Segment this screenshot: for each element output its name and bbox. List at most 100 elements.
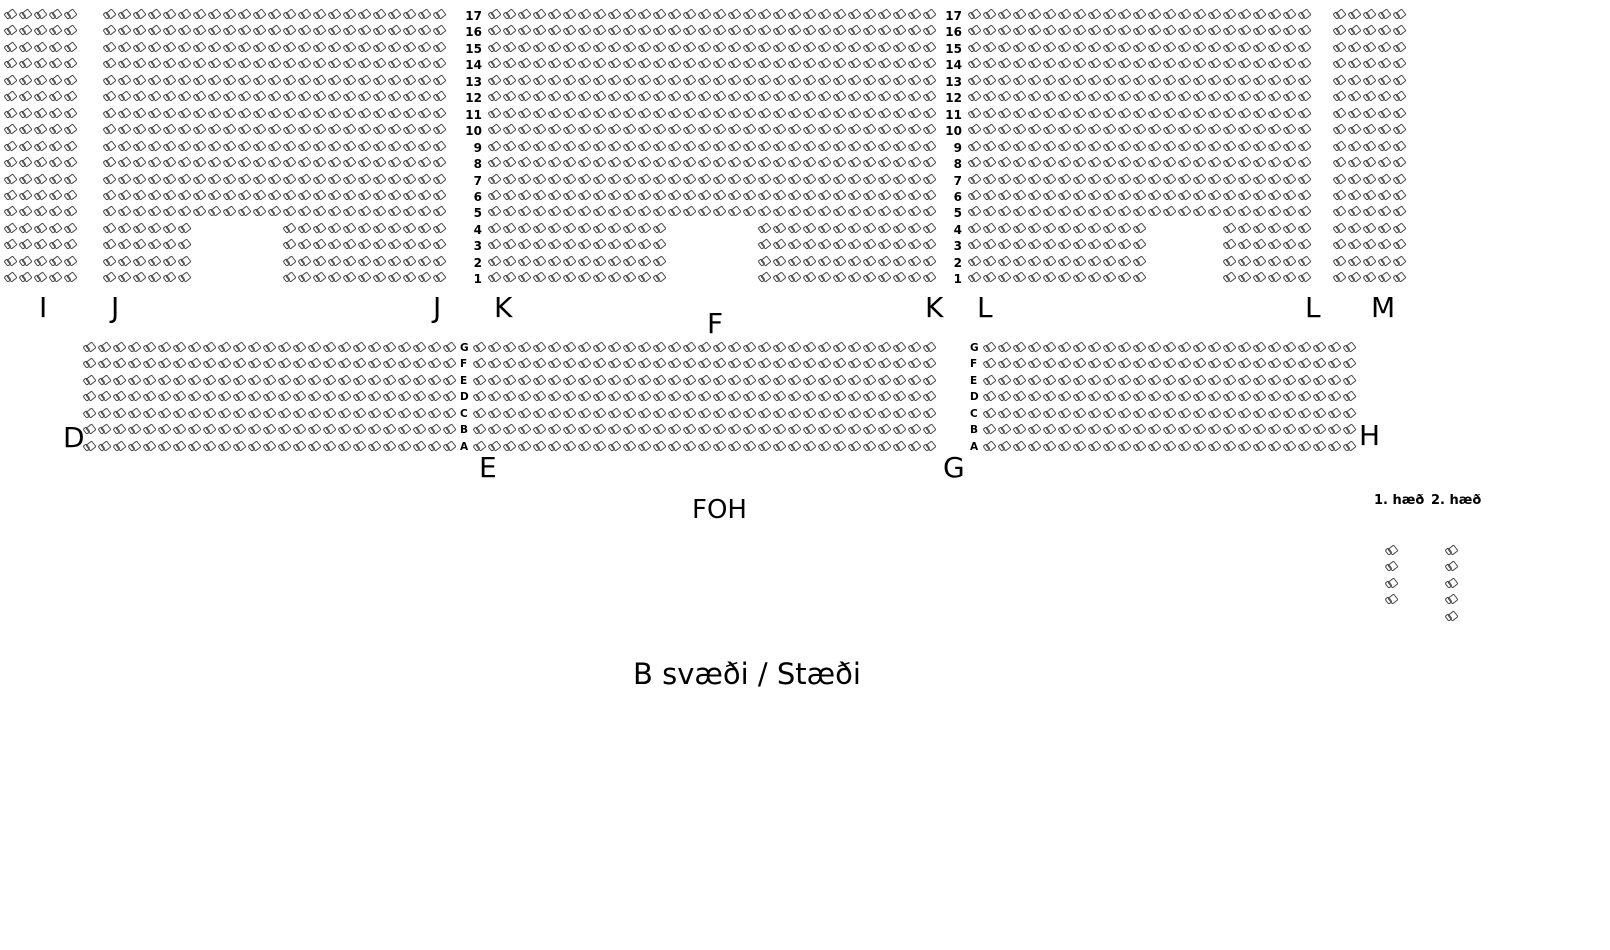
seat[interactable] <box>669 90 680 101</box>
seat[interactable] <box>804 271 815 282</box>
seat[interactable] <box>909 107 920 118</box>
seat[interactable] <box>579 407 590 418</box>
seat[interactable] <box>1074 57 1085 68</box>
seat[interactable] <box>1134 74 1145 85</box>
seat[interactable] <box>609 189 620 200</box>
seat[interactable] <box>504 140 515 151</box>
seat[interactable] <box>594 238 605 249</box>
seat[interactable] <box>119 255 130 266</box>
seat[interactable] <box>264 407 275 418</box>
seat[interactable] <box>219 423 230 434</box>
seat[interactable] <box>819 156 830 167</box>
seat[interactable] <box>684 57 695 68</box>
seat[interactable] <box>744 205 755 216</box>
seat[interactable] <box>35 107 46 118</box>
seat[interactable] <box>534 390 545 401</box>
seat[interactable] <box>354 423 365 434</box>
seat[interactable] <box>219 390 230 401</box>
seat[interactable] <box>924 222 935 233</box>
seat[interactable] <box>549 107 560 118</box>
seat[interactable] <box>1164 390 1175 401</box>
seat[interactable] <box>999 238 1010 249</box>
seat[interactable] <box>1059 255 1070 266</box>
seat[interactable] <box>1134 41 1145 52</box>
seat[interactable] <box>1134 374 1145 385</box>
seat[interactable] <box>1254 57 1265 68</box>
seat[interactable] <box>134 57 145 68</box>
seat[interactable] <box>414 357 425 368</box>
seat[interactable] <box>179 123 190 134</box>
seat[interactable] <box>549 74 560 85</box>
seat[interactable] <box>119 173 130 184</box>
seat[interactable] <box>374 222 385 233</box>
seat[interactable] <box>1089 41 1100 52</box>
seat[interactable] <box>294 374 305 385</box>
seat[interactable] <box>134 189 145 200</box>
seat[interactable] <box>774 374 785 385</box>
seat[interactable] <box>1379 24 1390 35</box>
seat[interactable] <box>1059 107 1070 118</box>
seat[interactable] <box>1334 222 1345 233</box>
seat[interactable] <box>654 357 665 368</box>
seat[interactable] <box>984 222 995 233</box>
seat[interactable] <box>149 156 160 167</box>
seat[interactable] <box>284 222 295 233</box>
seat[interactable] <box>1059 90 1070 101</box>
seat[interactable] <box>759 8 770 19</box>
seat[interactable] <box>909 123 920 134</box>
seat[interactable] <box>1194 205 1205 216</box>
seat[interactable] <box>1254 173 1265 184</box>
seat[interactable] <box>864 8 875 19</box>
seat[interactable] <box>924 423 935 434</box>
seat[interactable] <box>519 440 530 451</box>
seat[interactable] <box>909 407 920 418</box>
seat[interactable] <box>894 271 905 282</box>
seat[interactable] <box>269 74 280 85</box>
seat[interactable] <box>894 341 905 352</box>
seat[interactable] <box>1029 374 1040 385</box>
seat[interactable] <box>774 57 785 68</box>
seat[interactable] <box>969 271 980 282</box>
seat[interactable] <box>119 41 130 52</box>
seat[interactable] <box>1014 123 1025 134</box>
seat[interactable] <box>35 156 46 167</box>
seat[interactable] <box>209 57 220 68</box>
seat[interactable] <box>254 74 265 85</box>
seat[interactable] <box>669 407 680 418</box>
seat[interactable] <box>864 374 875 385</box>
seat[interactable] <box>1119 173 1130 184</box>
seat[interactable] <box>359 90 370 101</box>
seat[interactable] <box>419 8 430 19</box>
seat[interactable] <box>1134 189 1145 200</box>
seat[interactable] <box>834 57 845 68</box>
seat[interactable] <box>1014 423 1025 434</box>
seat[interactable] <box>1284 156 1295 167</box>
seat[interactable] <box>309 423 320 434</box>
seat[interactable] <box>239 156 250 167</box>
seat[interactable] <box>249 341 260 352</box>
seat[interactable] <box>564 271 575 282</box>
seat[interactable] <box>1364 255 1375 266</box>
seat[interactable] <box>129 390 140 401</box>
seat[interactable] <box>669 357 680 368</box>
seat[interactable] <box>984 41 995 52</box>
seat[interactable] <box>1209 41 1220 52</box>
seat[interactable] <box>594 24 605 35</box>
seat[interactable] <box>1029 189 1040 200</box>
seat[interactable] <box>849 407 860 418</box>
seat[interactable] <box>1349 238 1360 249</box>
seat[interactable] <box>879 90 890 101</box>
seat[interactable] <box>1209 357 1220 368</box>
seat[interactable] <box>1119 90 1130 101</box>
seat[interactable] <box>624 74 635 85</box>
seat[interactable] <box>359 123 370 134</box>
seat[interactable] <box>119 74 130 85</box>
seat[interactable] <box>1314 390 1325 401</box>
seat[interactable] <box>114 390 125 401</box>
seat[interactable] <box>1269 74 1280 85</box>
seat[interactable] <box>329 74 340 85</box>
seat[interactable] <box>144 341 155 352</box>
seat[interactable] <box>1134 238 1145 249</box>
seat[interactable] <box>999 74 1010 85</box>
seat[interactable] <box>534 107 545 118</box>
